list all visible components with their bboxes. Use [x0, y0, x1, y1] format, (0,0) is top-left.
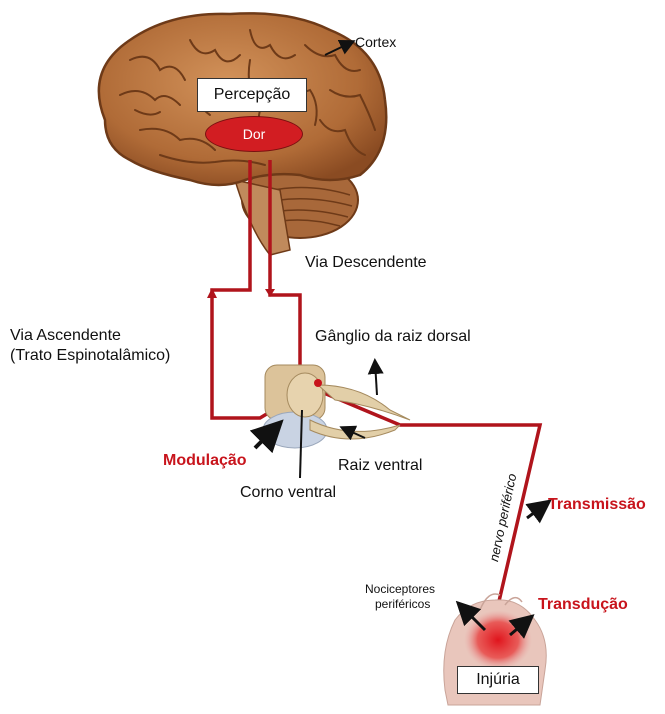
- transducao-label: Transdução: [538, 596, 628, 614]
- injuria-box: Injúria: [457, 666, 539, 694]
- ganglion-arrow: [375, 362, 377, 395]
- dor-label: Dor: [243, 126, 266, 142]
- injuria-label: Injúria: [476, 671, 520, 688]
- transmission-arrow: [527, 503, 547, 518]
- dor-ellipse: Dor: [205, 116, 303, 152]
- corno-ventral-label: Corno ventral: [240, 484, 336, 502]
- raiz-ventral-label: Raiz ventral: [338, 457, 422, 475]
- percepcao-label: Percepção: [214, 86, 291, 103]
- ganglio-label: Gânglio da raiz dorsal: [315, 328, 471, 346]
- via-ascendente-label: Via Ascendente: [10, 327, 121, 345]
- via-descendente-label: Via Descendente: [305, 254, 427, 272]
- percepcao-box: Percepção: [197, 78, 307, 112]
- transmissao-label: Transmissão: [548, 496, 646, 514]
- modulacao-label: Modulação: [163, 452, 247, 470]
- trato-label: (Trato Espinotalâmico): [10, 347, 170, 365]
- nociceptores-label: Nociceptores: [365, 582, 435, 596]
- perifericos-label: periféricos: [375, 597, 430, 611]
- spinal-cord-cross-section: [263, 365, 410, 448]
- cortex-label: Cortex: [355, 34, 396, 50]
